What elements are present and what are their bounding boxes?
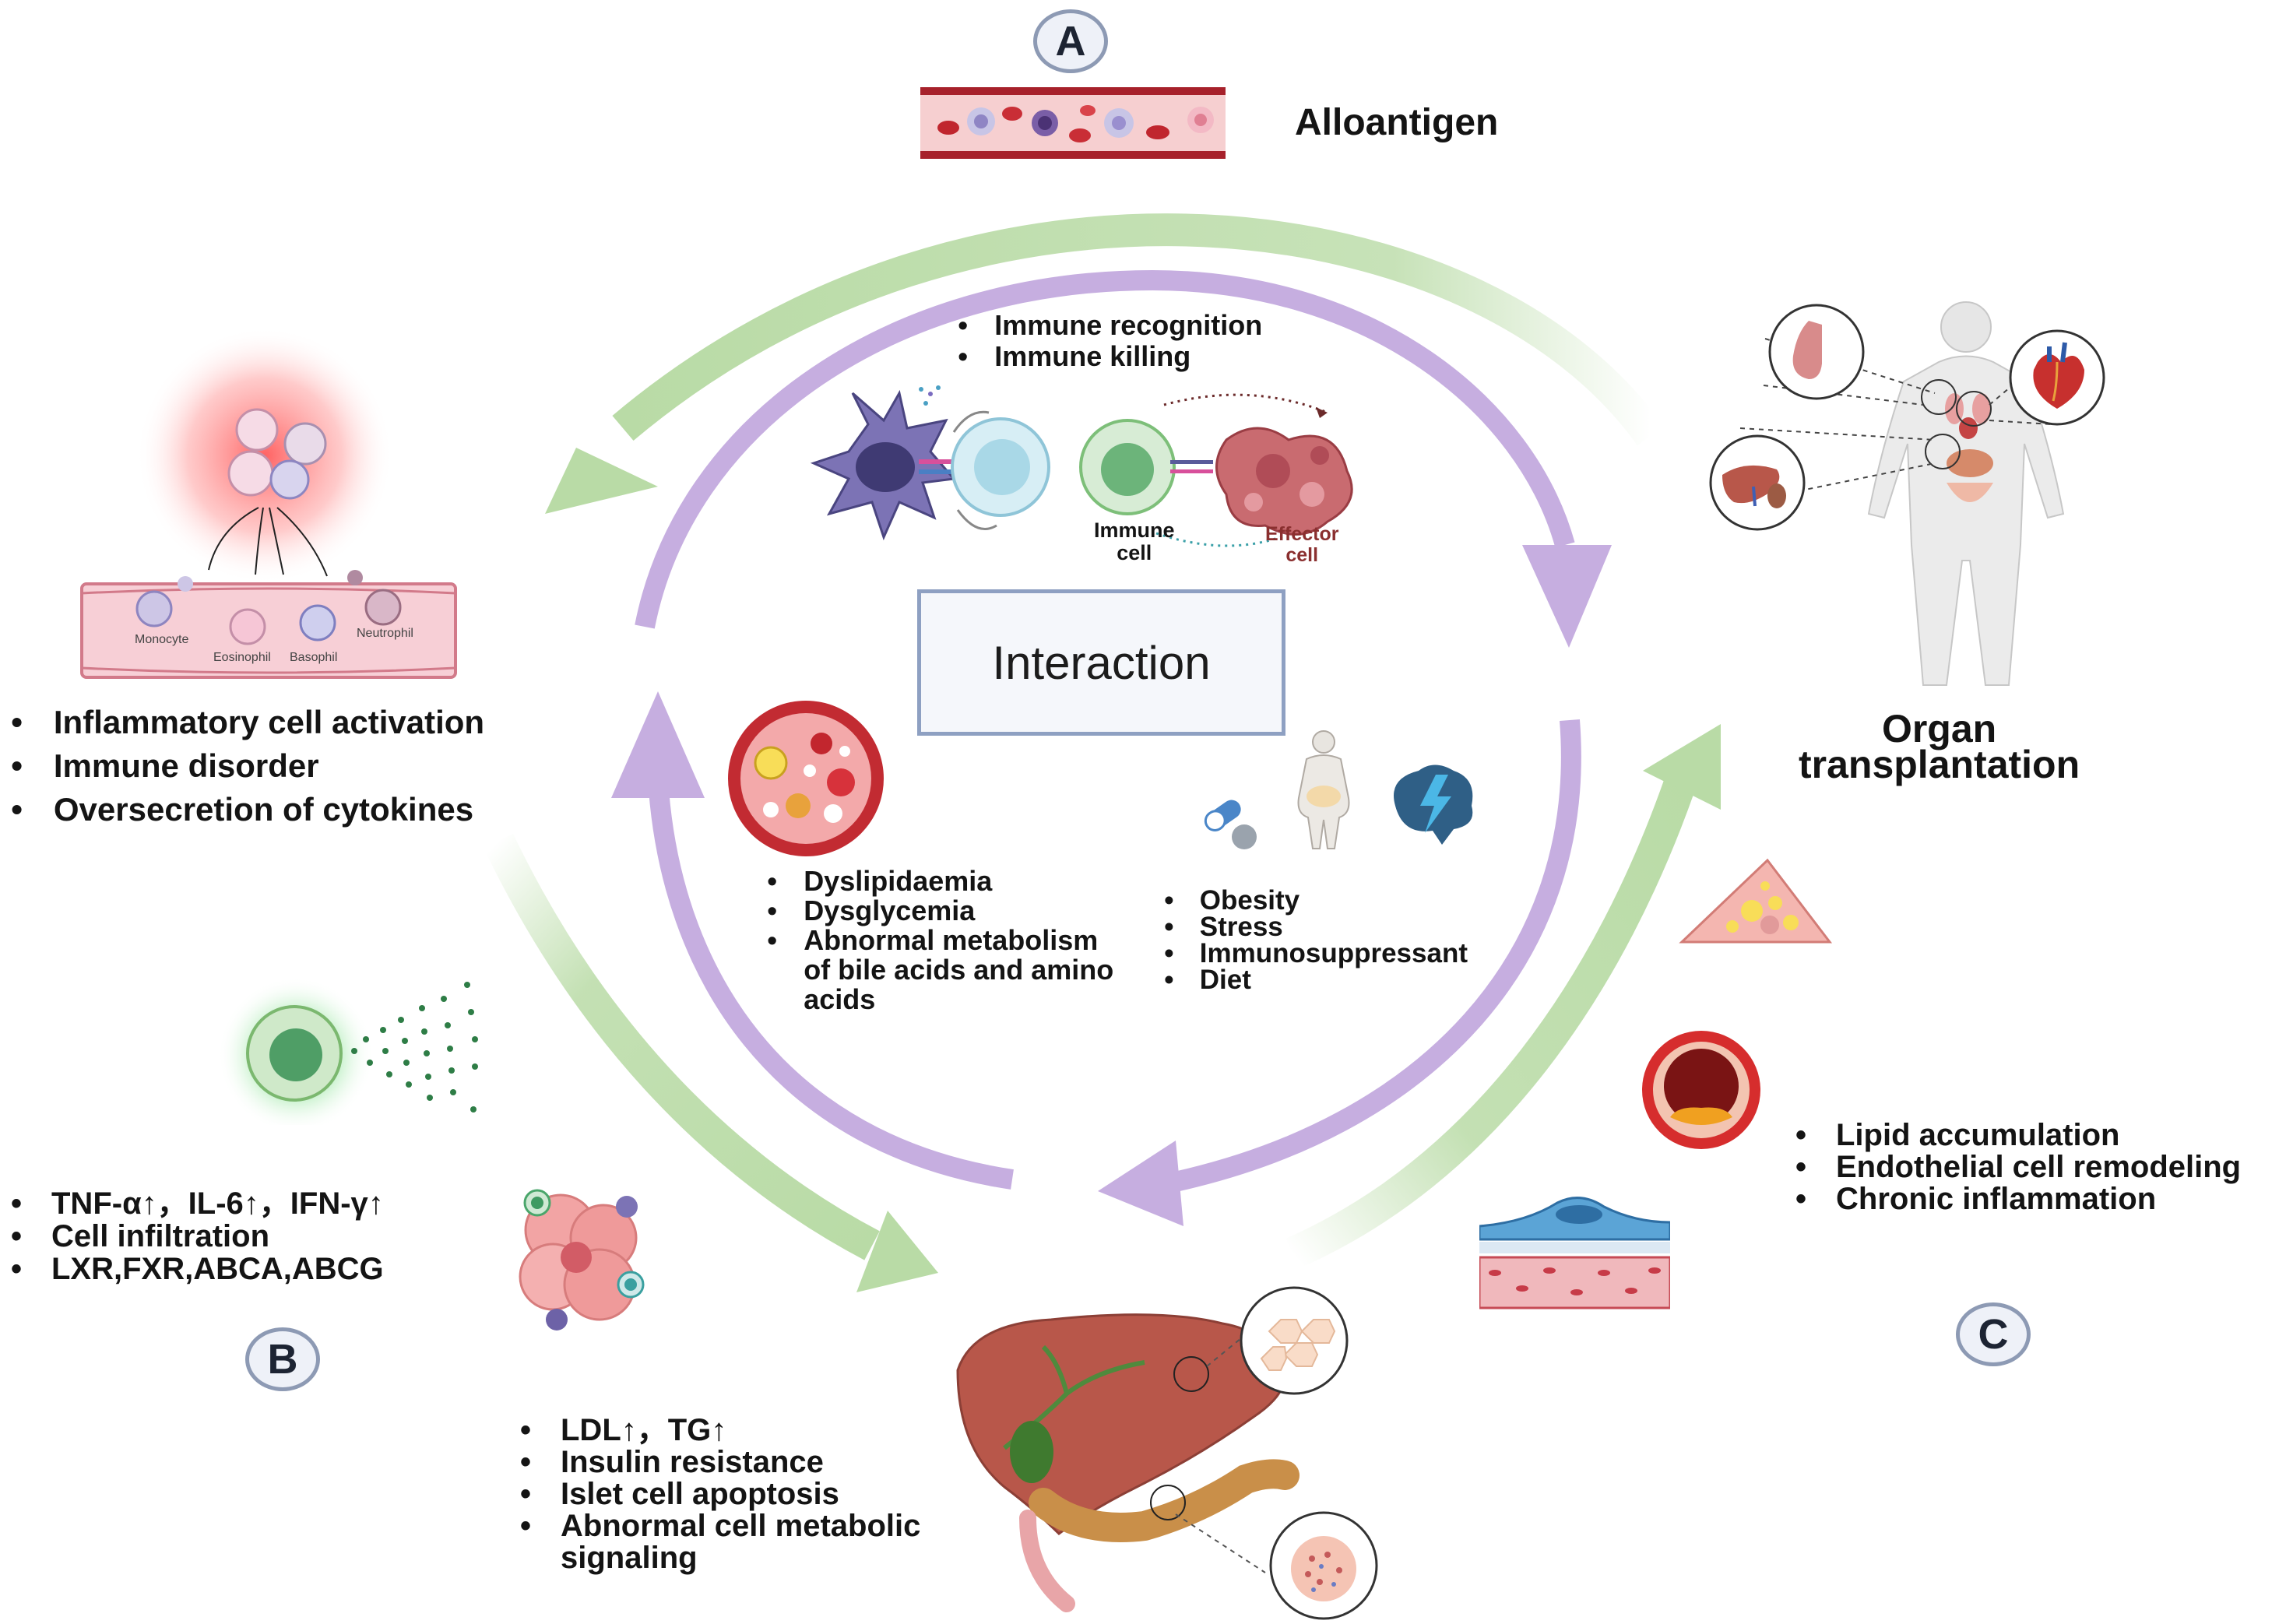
metabolic-signaling-point: Insulin resistance bbox=[515, 1446, 920, 1479]
risk-point: Diet bbox=[1160, 966, 1468, 993]
endothelium-icon bbox=[1479, 1197, 1670, 1309]
cytokine-point: LXR,FXR,ABCA,ABCG bbox=[6, 1253, 384, 1285]
immune-cell-label: Immune cell bbox=[1094, 518, 1175, 564]
monocyte-label: Monocyte bbox=[135, 633, 189, 646]
obese-body-icon bbox=[1297, 730, 1350, 849]
cytokine-point: TNF-α↑，IL-6↑，IFN-γ↑ bbox=[6, 1187, 384, 1220]
risk-point: Immunosuppressant bbox=[1160, 940, 1468, 967]
metabolic-signaling-point: Abnormal cell metabolic signaling bbox=[515, 1510, 920, 1574]
atherosclerotic-vessel-icon bbox=[1642, 1031, 1760, 1149]
metabolic-signaling-points-list: LDL↑，TG↑ Insulin resistance Islet cell a… bbox=[515, 1415, 920, 1574]
panel-a-badge: A bbox=[1033, 9, 1108, 73]
organ-transplantation-title: Organ transplantation bbox=[1799, 707, 2080, 786]
metabolic-point: Dysglycemia bbox=[763, 896, 1113, 926]
vascular-points-list: Lipid accumulation Endothelial cell remo… bbox=[1791, 1120, 2241, 1216]
purple-arrow-bottom-right bbox=[1098, 719, 1581, 1226]
immune-points-list: Immune recognition Immune killing bbox=[954, 310, 1262, 373]
metabolic-point: Dyslipidaemia bbox=[763, 866, 1113, 897]
metabolic-signaling-point: LDL↑，TG↑ bbox=[515, 1415, 920, 1447]
liver-kidney-icon bbox=[1709, 434, 1806, 531]
eosinophil-label: Eosinophil bbox=[213, 651, 271, 664]
lung-icon bbox=[1768, 304, 1865, 400]
liver-pancreas-icon bbox=[956, 1313, 1300, 1612]
inflammation-point: Immune disorder bbox=[6, 744, 484, 788]
basophil-label: Basophil bbox=[290, 651, 338, 664]
risk-point: Obesity bbox=[1160, 887, 1468, 914]
cytokine-points-list: TNF-α↑，IL-6↑，IFN-γ↑ Cell infiltration LX… bbox=[6, 1187, 384, 1285]
adipocyte-icon bbox=[1679, 858, 1833, 944]
effector-cell-icon bbox=[1079, 393, 1353, 547]
inflammation-point: Inflammatory cell activation bbox=[6, 701, 484, 744]
immune-point: Immune killing bbox=[954, 341, 1262, 373]
blood-vessel-icon bbox=[920, 87, 1226, 159]
green-arrow-left bbox=[484, 833, 938, 1292]
antigen-presenting-cell-icon bbox=[810, 389, 1050, 541]
inflammation-point: Oversecretion of cytokines bbox=[6, 788, 484, 831]
blood-vessel-cross-section-icon bbox=[728, 701, 884, 856]
metabolic-point: Abnormal metabolism of bile acids and am… bbox=[763, 926, 1113, 1014]
cytokine-release-cell-icon bbox=[218, 977, 478, 1125]
immune-point: Immune recognition bbox=[954, 310, 1262, 342]
pills-icon bbox=[1204, 800, 1257, 849]
green-arrow-top bbox=[545, 213, 1665, 514]
neutrophil-label: Neutrophil bbox=[357, 627, 413, 640]
heart-icon bbox=[2009, 329, 2105, 426]
inflammation-points-list: Inflammatory cell activation Immune diso… bbox=[6, 701, 484, 831]
metabolic-points-list: Dyslipidaemia Dysglycemia Abnormal metab… bbox=[763, 866, 1113, 1014]
cytokine-dots-icon bbox=[919, 385, 941, 406]
cytokine-point: Cell infiltration bbox=[6, 1220, 384, 1253]
metabolic-signaling-point: Islet cell apoptosis bbox=[515, 1478, 920, 1511]
brain-stress-icon bbox=[1394, 765, 1473, 845]
hepatocyte-zoom-icon bbox=[1240, 1286, 1349, 1395]
panel-b-badge: B bbox=[245, 1327, 320, 1391]
tumor-cell-cluster-icon bbox=[519, 1189, 645, 1330]
risk-points-list: Obesity Stress Immunosuppressant Diet bbox=[1160, 887, 1468, 993]
vascular-point: Lipid accumulation bbox=[1791, 1120, 2241, 1152]
vascular-point: Endothelial cell remodeling bbox=[1791, 1151, 2241, 1184]
panel-c-badge: C bbox=[1956, 1302, 2031, 1366]
islet-zoom-icon bbox=[1269, 1511, 1378, 1620]
purple-arrow-top-right bbox=[635, 269, 1612, 648]
vascular-point: Chronic inflammation bbox=[1791, 1183, 2241, 1216]
inflamed-vessel-icon bbox=[80, 327, 457, 679]
green-arrow-right bbox=[1285, 724, 1721, 1269]
risk-point: Stress bbox=[1160, 913, 1468, 940]
effector-cell-label: Effector cell bbox=[1265, 523, 1339, 566]
interaction-box: Interaction bbox=[917, 589, 1285, 736]
alloantigen-title: Alloantigen bbox=[1295, 102, 1499, 143]
purple-arrow-bottom-left bbox=[611, 691, 1014, 1190]
interaction-label: Interaction bbox=[992, 636, 1211, 689]
